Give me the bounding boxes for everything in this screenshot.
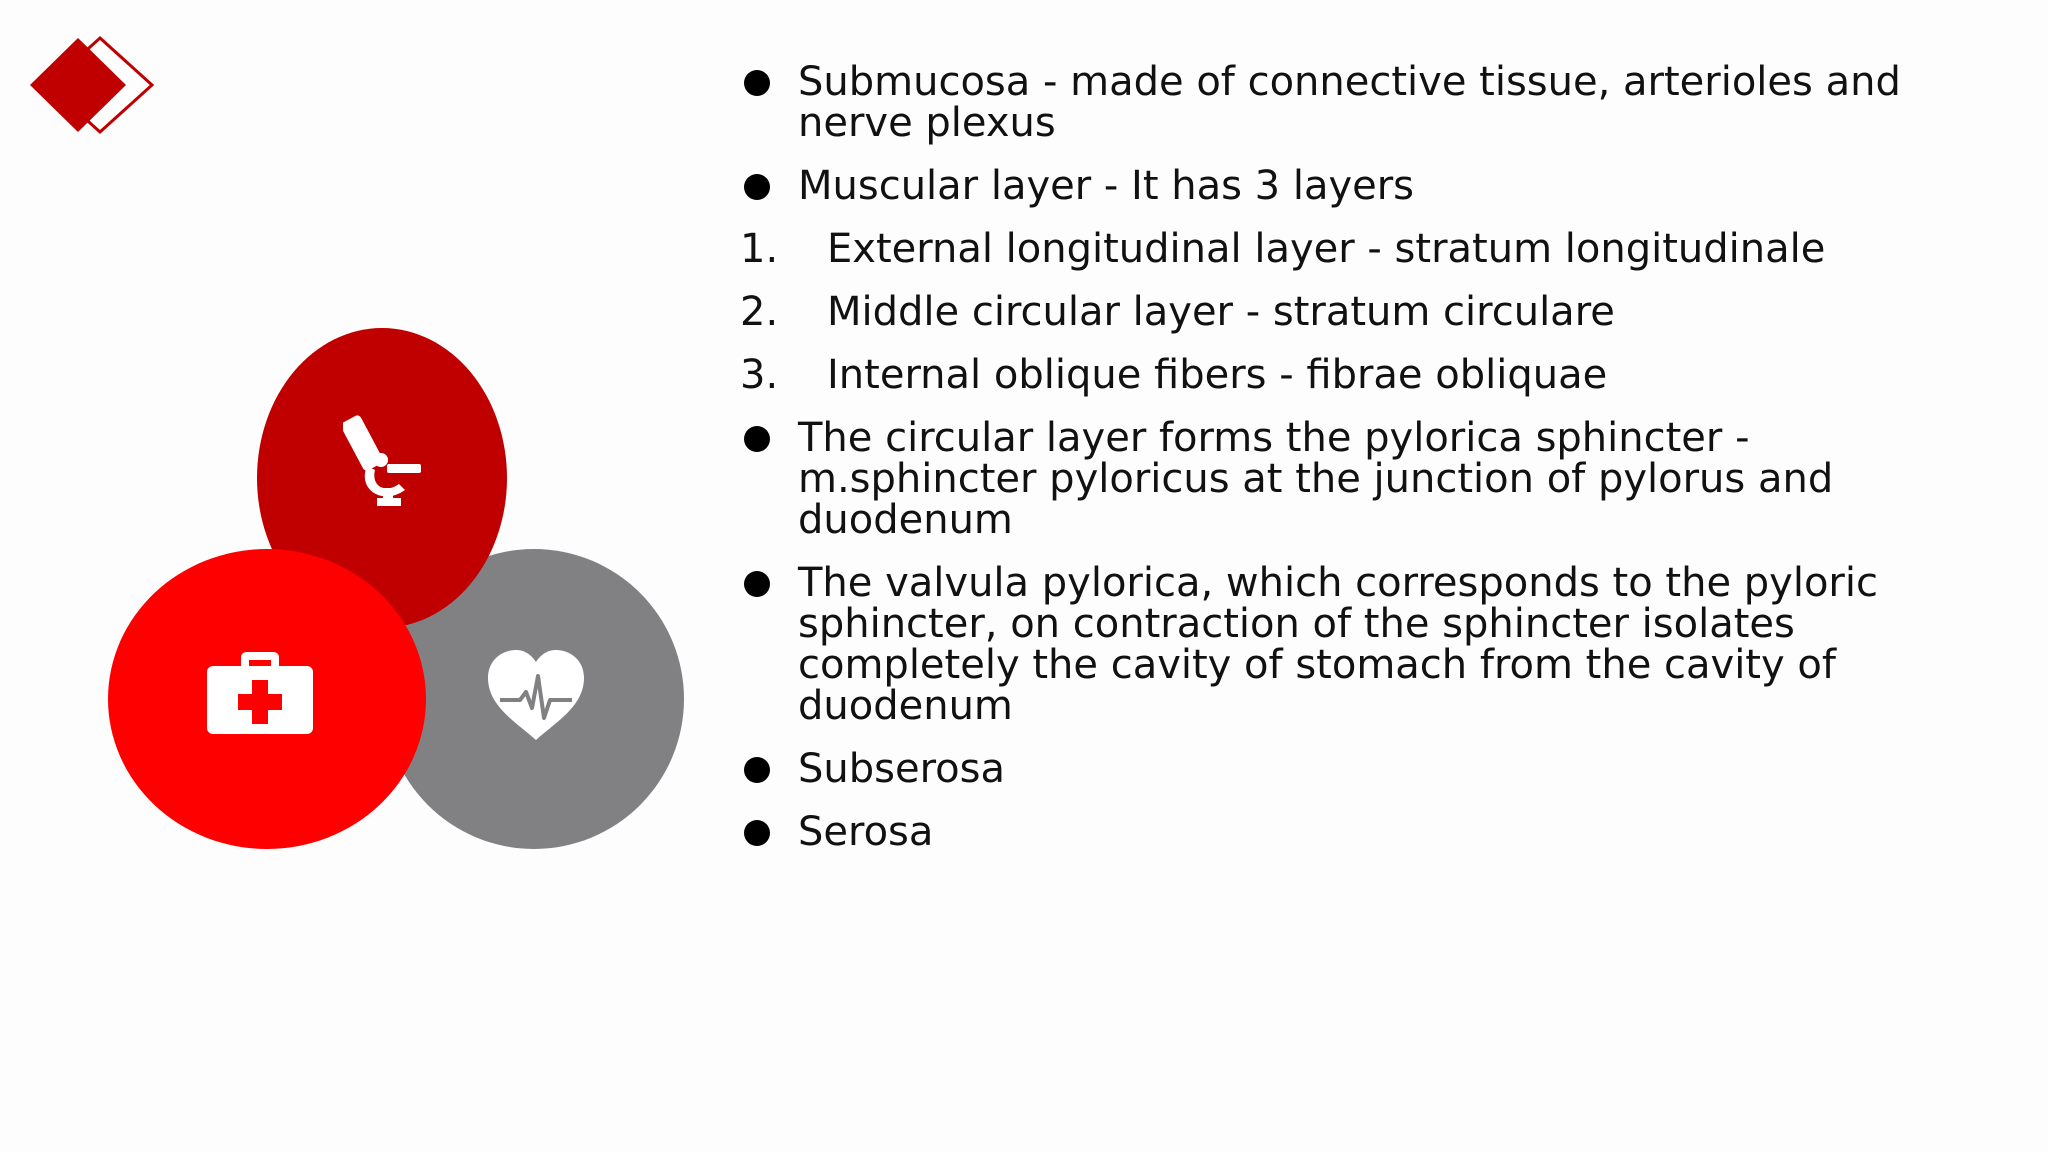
item-number: 1. bbox=[740, 226, 779, 272]
bullet-item: The valvula pylorica, which corresponds … bbox=[744, 563, 1944, 727]
bullet-dot bbox=[744, 426, 770, 452]
slide-content: Submucosa - made of connective tissue, a… bbox=[740, 62, 1944, 875]
microscope-icon bbox=[343, 415, 421, 506]
bullet-item: Muscular layer - It has 3 layers bbox=[744, 166, 1944, 207]
bullet-item: Submucosa - made of connective tissue, a… bbox=[744, 62, 1944, 144]
bullet-dot bbox=[744, 70, 770, 96]
numbered-item: 1. External longitudinal layer - stratum… bbox=[740, 226, 1944, 272]
bullet-item: The circular layer forms the pylorica sp… bbox=[744, 418, 1944, 541]
icon-circle-cluster bbox=[100, 320, 700, 860]
bullet-dot bbox=[744, 820, 770, 846]
bullet-text: Serosa bbox=[798, 809, 934, 855]
bullet-text: Subserosa bbox=[798, 746, 1005, 792]
heart-pulse-icon bbox=[488, 650, 584, 740]
numbered-item: 2. Middle circular layer - stratum circu… bbox=[740, 289, 1944, 335]
numbered-text: External longitudinal layer - stratum lo… bbox=[827, 226, 1826, 272]
bullet-text: The valvula pylorica, which corresponds … bbox=[798, 560, 1878, 729]
bullet-text: The circular layer forms the pylorica sp… bbox=[798, 415, 1834, 543]
bullet-text: Submucosa - made of connective tissue, a… bbox=[798, 59, 1901, 146]
diamond-logo-icon bbox=[30, 35, 155, 135]
bullet-item: Serosa bbox=[744, 812, 1944, 853]
item-number: 2. bbox=[740, 289, 779, 335]
first-aid-kit-icon bbox=[207, 652, 313, 734]
bullet-dot bbox=[744, 174, 770, 200]
item-number: 3. bbox=[740, 352, 779, 398]
bullet-text: Muscular layer - It has 3 layers bbox=[798, 163, 1415, 209]
numbered-text: Internal oblique fibers - fibrae obliqua… bbox=[827, 352, 1608, 398]
numbered-text: Middle circular layer - stratum circular… bbox=[827, 289, 1615, 335]
bullet-dot bbox=[744, 571, 770, 597]
bullet-item: Subserosa bbox=[744, 749, 1944, 790]
bullet-dot bbox=[744, 757, 770, 783]
numbered-item: 3. Internal oblique fibers - fibrae obli… bbox=[740, 352, 1944, 398]
